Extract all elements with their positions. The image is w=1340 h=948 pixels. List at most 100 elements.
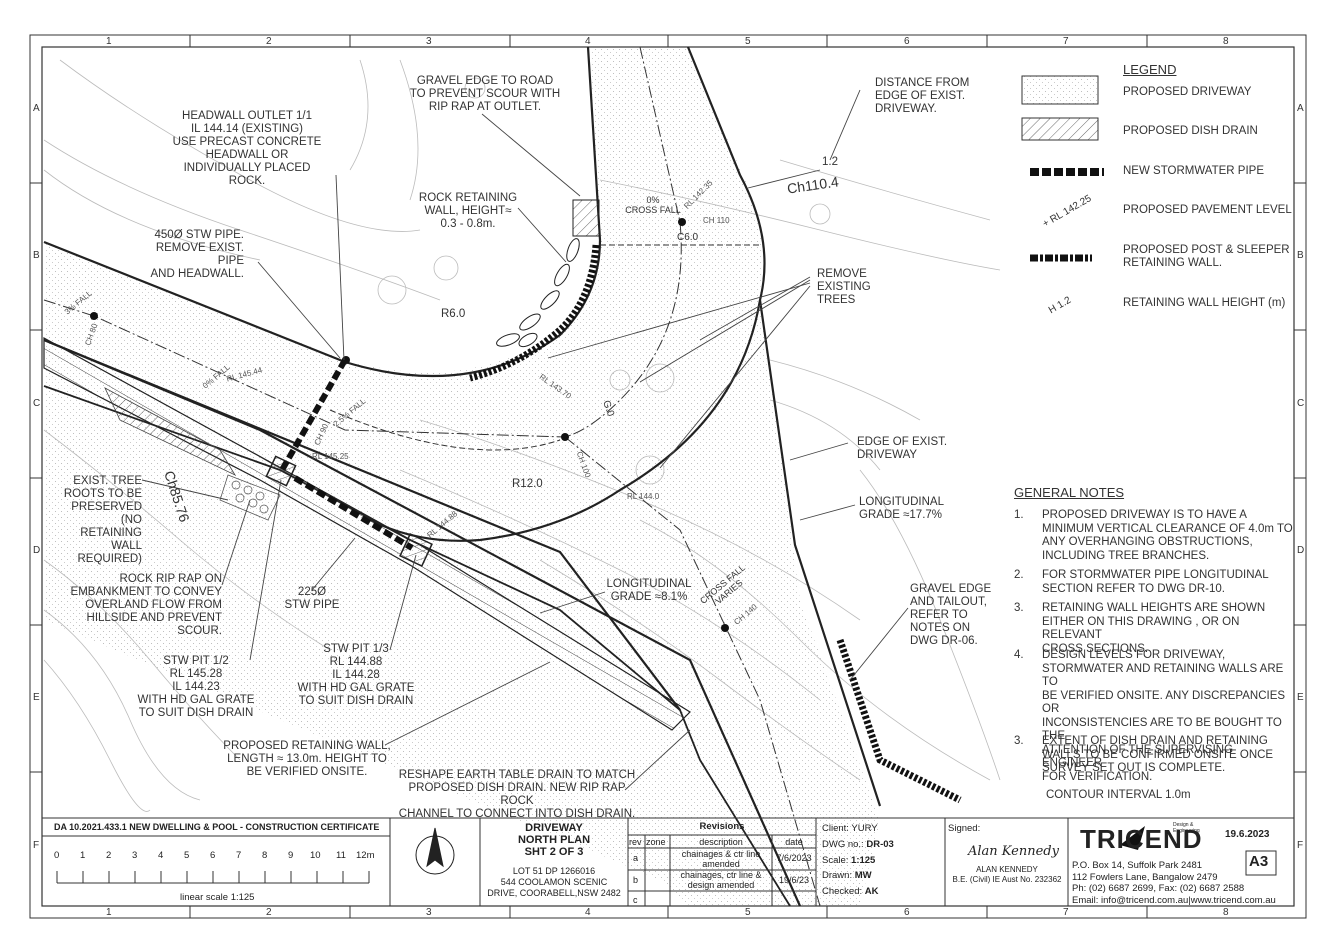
centre-line — [43, 46, 821, 907]
scale-9: 9 — [288, 850, 294, 861]
note-4: 4.DESIGN LEVELS FOR DRIVEWAY, STORMWATER… — [1014, 649, 1286, 783]
revisions-title: Revisions — [699, 821, 745, 832]
stw-pit-1-3 — [399, 533, 433, 567]
note-gravel-tailout: GRAVEL EDGE AND TAILOUT, REFER TO NOTES … — [910, 583, 992, 647]
note-headwall-outlet: HEADWALL OUTLET 1/1 IL 144.14 (EXISTING)… — [172, 110, 322, 187]
post-sleeper-wall-upper — [469, 244, 600, 382]
scale-0: 0 — [54, 850, 60, 861]
legend-post-sleeper: PROPOSED POST & SLEEPER RETAINING WALL. — [1123, 244, 1290, 269]
drawn: Drawn: MW — [822, 870, 872, 881]
grid-row-e: E — [33, 692, 40, 703]
engineer: ALAN KENNEDY B.E. (Civil) IE Aust No. 23… — [952, 865, 1062, 884]
scale-5: 5 — [184, 850, 190, 861]
rock-retaining-wall — [496, 238, 580, 348]
issue-date: 19.6.2023 — [1225, 829, 1270, 840]
grid-col-2-b: 2 — [266, 907, 272, 918]
scale-11: 11 — [336, 850, 346, 861]
grid-col-3-b: 3 — [426, 907, 432, 918]
client: Client: YURY — [822, 823, 878, 834]
rock-wall-outlet — [572, 199, 600, 237]
radius-arcs — [329, 244, 762, 451]
post-sleeper-wall-lower — [836, 638, 962, 804]
titleblock-lines — [42, 817, 1294, 906]
note-450-pipe: 450Ø STW PIPE. REMOVE EXIST. PIPE AND HE… — [150, 229, 244, 280]
note-1: 1.PROPOSED DRIVEWAY IS TO HAVE A MINIMUM… — [1014, 509, 1293, 562]
note-long-grade-8: LONGITUDINAL GRADE ≈8.1% — [606, 578, 692, 603]
scale-7: 7 — [236, 850, 242, 861]
rev-a-date: 7/6/2023 — [776, 853, 812, 863]
grid-col-8: 8 — [1223, 36, 1229, 47]
note-reshape: RESHAPE EARTH TABLE DRAIN TO MATCH PROPO… — [398, 769, 636, 820]
note-rip-rap: ROCK RIP RAP ON EMBANKMENT TO CONVEY OVE… — [70, 573, 222, 637]
note-2: 2.FOR STORMWATER PIPE LONGITUDINAL SECTI… — [1014, 569, 1269, 595]
note-distance-edge: DISTANCE FROM EDGE OF EXIST. DRIVEWAY. — [875, 77, 970, 115]
grid-row-a: A — [33, 103, 40, 114]
grid-col-5: 5 — [745, 36, 751, 47]
general-notes-title: GENERAL NOTES — [1014, 485, 1125, 500]
scale-2: 2 — [106, 850, 112, 861]
grid-row-d: D — [33, 545, 41, 556]
legend-title: LEGEND — [1123, 62, 1177, 77]
grid-col-4: 4 — [585, 36, 591, 47]
note-edge-exist-driveway: EDGE OF EXIST. DRIVEWAY — [857, 436, 948, 461]
scale-6: 6 — [210, 850, 216, 861]
scale: Scale: 1:125 — [822, 855, 876, 866]
grid-row-b-r: B — [1297, 250, 1304, 261]
grid-row-c-r: C — [1297, 398, 1305, 409]
company-logo: TRICEND — [1080, 824, 1203, 854]
tree-root-zone — [104, 387, 237, 476]
lot-address: LOT 51 DP 1266016 544 COOLAMON SCENIC DR… — [487, 866, 621, 898]
legend-symbols — [1021, 75, 1104, 262]
rip-rap — [219, 474, 281, 521]
grid-row-f-r: F — [1297, 840, 1304, 851]
grid-ticks — [30, 35, 1306, 918]
note-225-pipe: 225Ø STW PIPE — [284, 586, 340, 611]
note-rock-wall: ROCK RETAINING WALL, HEIGHT≈ 0.3 - 0.8m. — [418, 192, 518, 230]
legend-driveway: PROPOSED DRIVEWAY — [1123, 86, 1252, 98]
grid-col-7-b: 7 — [1063, 907, 1069, 918]
rev-a: a — [633, 853, 639, 863]
scale-12: 12m — [356, 850, 375, 861]
north-arrow — [415, 827, 455, 875]
grid-row-b: B — [33, 250, 40, 261]
drawing-title: DRIVEWAY NORTH PLAN SHT 2 OF 3 — [517, 822, 591, 858]
grid-col-4-b: 4 — [585, 907, 591, 918]
rev-b-date: 19/6/23 — [778, 875, 810, 885]
grid-col-1-b: 1 — [106, 907, 112, 918]
label-r6: R6.0 — [441, 308, 466, 320]
legend-pavement-level: PROPOSED PAVEMENT LEVEL — [1123, 204, 1292, 216]
scale-4: 4 — [158, 850, 164, 861]
note-remove-trees: REMOVE EXISTING TREES — [817, 268, 871, 306]
grid-col-1: 1 — [106, 36, 112, 47]
grid-row-c: C — [33, 398, 41, 409]
label-c60a: C6.0 — [677, 232, 699, 243]
legend-wall-height: RETAINING WALL HEIGHT (m) — [1123, 297, 1286, 309]
grid-row-d-r: D — [1297, 545, 1305, 556]
grid-col-6-b: 6 — [904, 907, 910, 918]
note-gravel-edge-road: GRAVEL EDGE TO ROAD TO PREVENT SCOUR WIT… — [409, 75, 561, 113]
scale-3: 3 — [132, 850, 138, 861]
scale-bar — [56, 871, 370, 884]
logo-mark — [1120, 826, 1145, 850]
scale-caption: linear scale 1:125 — [180, 892, 255, 903]
sheet-size: A3 — [1249, 853, 1269, 870]
proposed-driveway-area — [44, 47, 880, 906]
label-rl-145-25: RL 145.25 — [312, 452, 349, 461]
grid-col-7: 7 — [1063, 36, 1069, 47]
rev-head-desc: description — [699, 837, 743, 847]
scale-8: 8 — [262, 850, 268, 861]
note-long-grade-17: LONGITUDINAL GRADE ≈17.7% — [859, 496, 944, 521]
grid-col-5-b: 5 — [745, 907, 751, 918]
rev-b-desc: chainages, ctr line & design amended — [680, 870, 762, 890]
label-r12: R12.0 — [512, 478, 543, 490]
note-5: 3.EXTENT OF DISH DRAIN AND RETAINING WAL… — [1014, 735, 1274, 774]
scale-1: 1 — [80, 850, 86, 861]
label-ch110: CH 110 — [703, 216, 730, 225]
signed-label: Signed: — [948, 823, 981, 834]
leader-lines — [141, 89, 909, 791]
contour-interval: CONTOUR INTERVAL 1.0m — [1046, 789, 1191, 801]
note-tree-roots: EXIST. TREE ROOTS TO BE PRESERVED (NO RE… — [63, 475, 142, 565]
da-title: DA 10.2021.433.1 NEW DWELLING & POOL - C… — [54, 822, 380, 832]
rev-c: c — [633, 895, 638, 905]
